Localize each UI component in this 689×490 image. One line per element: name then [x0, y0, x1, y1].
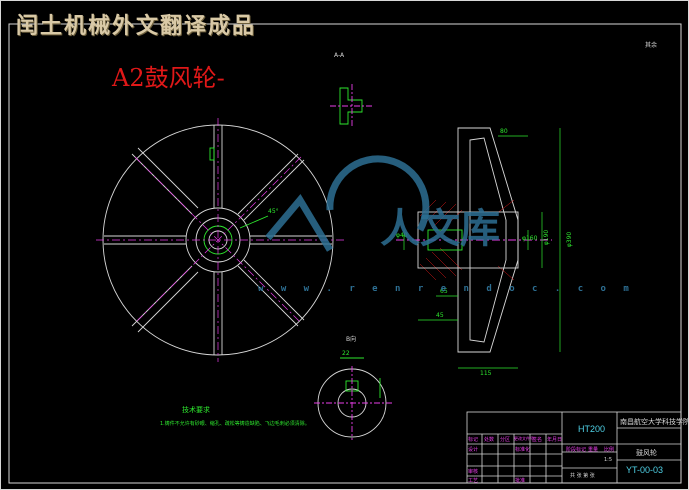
centre-lines: [96, 118, 344, 362]
section-aa-label: A-A: [334, 52, 345, 59]
school-name: 南昌航空大学科技学院: [620, 418, 689, 426]
dim-label-5: 115: [480, 370, 492, 377]
site-title: 闰土机械外文翻译成品: [16, 14, 257, 39]
drawing-title: A2鼓风轮-: [112, 64, 225, 92]
title-block: [466, 411, 682, 484]
scale-value: 1:5: [604, 457, 613, 463]
rib-pair-180: [104, 235, 186, 245]
watermark-ring: [326, 155, 430, 232]
watermark-url: w w w . r e n r e n d o c . c o m: [258, 284, 635, 294]
dim-leader: [239, 215, 269, 229]
stage-mark: 阶段标记: [566, 447, 587, 453]
material-label: HT200: [578, 424, 606, 434]
header-signature: 签名: [532, 437, 543, 443]
watermark-glyph-1: [265, 193, 334, 252]
dim-label-1: φ390: [566, 231, 574, 248]
roughness-note: 其余: [645, 42, 658, 49]
header-mark: 标记: [468, 437, 479, 443]
dim-label-6: 45: [436, 312, 444, 319]
b-view-detail: [314, 357, 392, 440]
side-dimensions: [403, 128, 561, 369]
section-aa-detail: [330, 84, 372, 128]
front-view: [96, 118, 344, 362]
row-review: 审核: [468, 469, 479, 475]
stage-weight: 重量: [588, 447, 599, 453]
rib-pair-225: [131, 265, 199, 333]
sheet-text: 共 张 第 张: [570, 473, 595, 479]
header-date: 年月日: [547, 437, 563, 443]
rib-pair-90: [213, 125, 223, 208]
header-change-file: 更改文件号: [514, 436, 534, 441]
tech-requirements-line: 1.铸件不允许有砂眼、缩孔、疏松等铸造缺陷、飞边毛刺必须清除。: [160, 421, 310, 427]
row-approve: 批准: [515, 478, 526, 484]
side-section-view: [396, 127, 561, 369]
rib-pair-315: [237, 259, 305, 327]
rib-pair-270: [213, 272, 223, 355]
rib-pair-135: [131, 147, 199, 215]
impeller-inner-profile: [469, 137, 507, 343]
keyway-mark: [209, 147, 215, 161]
header-zone: 分区: [500, 437, 511, 443]
dim-label-7: 65: [440, 288, 448, 295]
drawing-number: YT-00-03: [626, 465, 664, 475]
dim-label-8: 80: [500, 128, 508, 135]
part-name: 鼓风轮: [636, 449, 657, 457]
dim-label-10: 45°: [268, 208, 279, 215]
hub-outer-circle: [185, 207, 251, 273]
row-design: 设计: [468, 447, 479, 453]
stage-scale: 比例: [604, 447, 615, 453]
dim-label-4: φ40: [396, 232, 408, 239]
section-b-label: B向: [346, 336, 357, 343]
dim-label-3: φ160: [522, 235, 538, 242]
title-block-grid: [467, 433, 562, 483]
row-standard: 标准化: [515, 447, 531, 453]
dim-label-2: φ190: [543, 229, 551, 246]
watermark-text: 人文库: [380, 206, 500, 252]
watermark-logo: [265, 155, 430, 252]
header-count: 处数: [484, 437, 495, 443]
inner-frame: [8, 23, 682, 484]
dim-label-9: 22: [342, 350, 350, 357]
row-process: 工艺: [468, 478, 479, 484]
rib-pair-45: [237, 153, 305, 221]
tech-requirements-heading: 技术要求: [182, 406, 210, 414]
